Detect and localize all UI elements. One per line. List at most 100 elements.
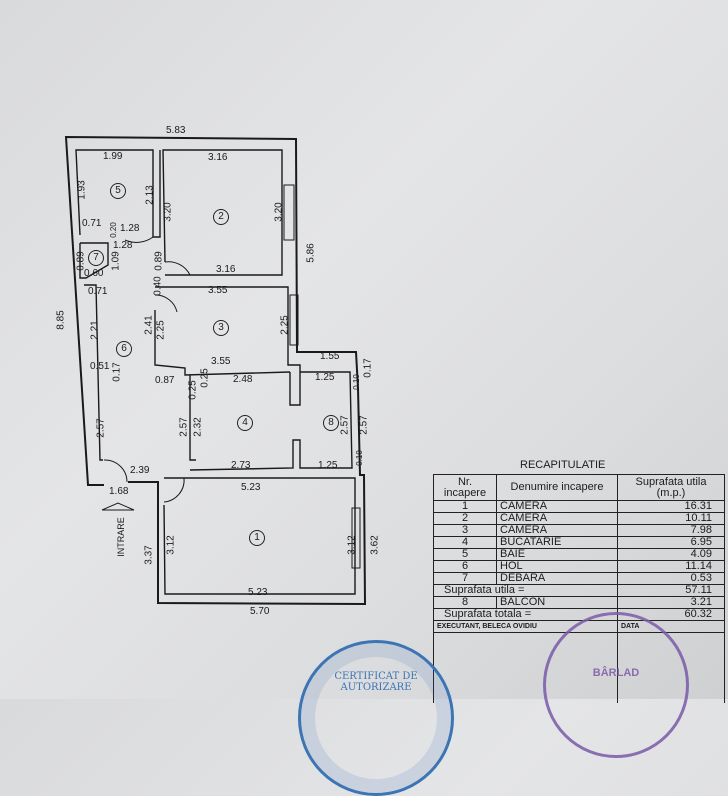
authorization-stamp: CERTIFICAT DE AUTORIZARE — [298, 640, 454, 796]
dim-door-b: 1.28 — [113, 240, 133, 251]
dim-bal-right: 2.57 — [358, 415, 370, 435]
dim-r4-025a: 0.25 — [199, 368, 211, 388]
header-nr: Nr. incapere — [433, 474, 497, 501]
dim-left-total: 8.85 — [55, 310, 67, 330]
dim-r5-left: 1.93 — [76, 180, 88, 200]
util-row: Suprafata utila =57.11 — [433, 584, 725, 597]
row-nr: 2 — [433, 512, 497, 525]
total-row: Suprafata totala =60.32 — [433, 608, 725, 621]
dim-door-a: 1.28 — [120, 223, 140, 234]
util-label: Suprafata utila = — [433, 584, 618, 597]
dim-bal-top: 1.25 — [315, 372, 335, 383]
dim-r1-outer-right: 3.62 — [369, 535, 381, 555]
dim-r2-bottom: 3.16 — [216, 264, 236, 275]
dim-r3-bottom: 3.55 — [211, 356, 231, 367]
dim-entry-239: 2.39 — [130, 465, 150, 476]
row-name: CAMERA — [496, 512, 618, 525]
room-number-2: 2 — [213, 209, 229, 225]
stamp-center-text: CERTIFICAT DE AUTORIZARE — [334, 671, 418, 693]
row-nr: 1 — [433, 500, 497, 513]
dim-bal-bottom: 1.25 — [318, 460, 338, 471]
dim-hall-040: 0.40 — [152, 276, 164, 296]
dim-hall-257: 2.57 — [95, 418, 107, 438]
dim-r7-bottom: 0.60 — [84, 268, 104, 279]
dim-r3-top: 3.55 — [208, 285, 228, 296]
dim-hall-241: 2.41 — [143, 315, 155, 335]
dim-right-upper: 5.86 — [305, 243, 317, 263]
row-name: BUCATARIE — [496, 536, 618, 549]
dim-r3-right: 2.25 — [279, 315, 291, 335]
row-nr: 5 — [433, 548, 497, 561]
row-nr: 6 — [433, 560, 497, 573]
dim-bal-010b: 0.10 — [354, 450, 364, 466]
util-value: 57.11 — [617, 584, 725, 597]
dim-bal-010a: 0.10 — [351, 374, 361, 390]
room-number-4: 4 — [237, 415, 253, 431]
dim-r1-bottom: 5.23 — [248, 587, 268, 598]
header-name: Denumire incapere — [496, 474, 618, 501]
room-number-8: 8 — [323, 415, 339, 431]
floor-plan-walls — [64, 135, 367, 606]
dim-r4-left-a: 2.57 — [178, 417, 190, 437]
dim-r4-bottom: 2.73 — [231, 460, 251, 471]
header-area: Suprafata utila (m.p.) — [617, 474, 725, 501]
dim-hall-221: 2.21 — [89, 320, 101, 340]
dim-r4-025b: 0.25 — [187, 380, 199, 400]
room-number-5: 5 — [110, 183, 126, 199]
dim-r5-top: 1.99 — [103, 151, 123, 162]
dim-r2-right: 3.20 — [273, 202, 285, 222]
dim-r1-left: 3.12 — [165, 535, 177, 555]
dim-bal-top-outer: 1.55 — [320, 351, 340, 362]
dim-r7-diag: 1.09 — [110, 251, 122, 271]
row-area: 0.53 — [617, 572, 725, 585]
row-name: BAIE — [496, 548, 618, 561]
dim-r4-top: 2.48 — [233, 374, 253, 385]
dim-top-total: 5.83 — [166, 125, 186, 136]
dim-r2-left: 3.20 — [162, 202, 174, 222]
room-number-3: 3 — [213, 320, 229, 336]
dim-r4-left-b: 2.32 — [192, 417, 204, 437]
dim-r4-087: 0.87 — [155, 375, 175, 386]
dim-entry-168: 1.68 — [109, 486, 129, 497]
stamp-center-text: BÂRLAD — [592, 667, 640, 679]
dim-bal-left: 2.57 — [339, 415, 351, 435]
room-number-7: 7 — [88, 250, 104, 266]
dim-bottom-total: 5.70 — [250, 606, 270, 617]
row-area: 16.31 — [617, 500, 725, 513]
recap-title: RECAPITULATIE — [520, 459, 606, 471]
entrance-label: INTRARE — [115, 517, 126, 557]
dim-bal-017: 0.17 — [362, 358, 374, 378]
dim-r1-outer-left: 3.37 — [143, 545, 155, 565]
dim-hall-071: 0.71 — [88, 286, 108, 297]
row-area: 4.09 — [617, 548, 725, 561]
row-name: HOL — [496, 560, 618, 573]
row-name: BALCON — [496, 596, 618, 609]
row-area: 11.14 — [617, 560, 725, 573]
room-number-6: 6 — [116, 341, 132, 357]
room-number-1: 1 — [249, 530, 265, 546]
row-name: CAMERA — [496, 500, 618, 513]
dim-r5-right: 2.13 — [144, 185, 156, 205]
dim-r1-top: 5.23 — [241, 482, 261, 493]
dim-r5-step: 0.20 — [108, 222, 118, 238]
dim-door-c: 0.89 — [153, 251, 165, 271]
row-name: DEBARA — [496, 572, 618, 585]
dim-r3-left: 2.25 — [155, 320, 167, 340]
dim-hall-051: 0.51 — [90, 361, 110, 372]
row-nr: 8 — [433, 596, 497, 609]
dim-r1-right: 3.12 — [346, 535, 358, 555]
dim-hall-017: 0.17 — [111, 362, 123, 382]
dim-r5-bottom: 0.71 — [82, 218, 102, 229]
dim-r2-top: 3.16 — [208, 152, 228, 163]
row-nr: 4 — [433, 536, 497, 549]
cadastre-stamp: BÂRLAD — [543, 612, 689, 758]
row-area: 7.98 — [617, 524, 725, 537]
